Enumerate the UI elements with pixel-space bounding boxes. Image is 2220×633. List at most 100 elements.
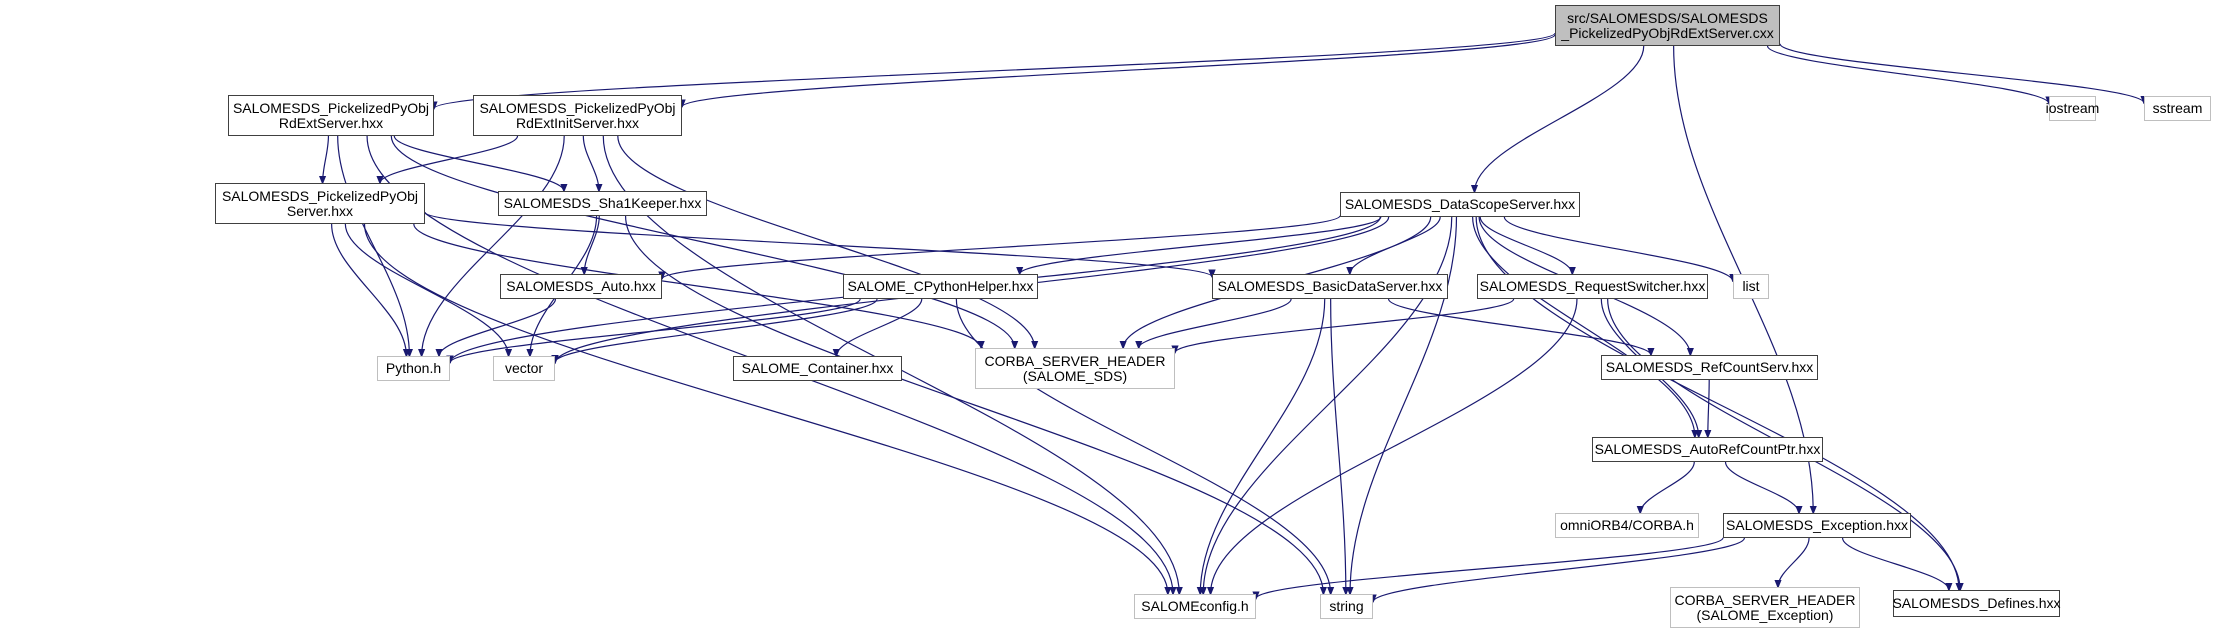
edge-autorefcountptr-to-exception [1724,461,1799,513]
edge-cpython-to-string [955,298,1330,594]
edge-sha1keeper-to-string [624,215,1324,594]
node-label-line: list [1742,278,1760,294]
node-cpython-helper[interactable]: SALOME_CPythonHelper.hxx [843,274,1038,299]
edge-datascope-to-list [1503,216,1733,281]
node-iostream[interactable]: iostream [2046,96,2099,121]
edge-datascope-to-salomeconfig [1203,216,1453,594]
node-label-line: RdExtServer.hxx [278,114,384,131]
edge-pick_rdextinit-to-python_h [422,135,565,356]
node-omniorb-corba-h[interactable]: omniORB4/CORBA.h [1555,513,1699,538]
node-label-line: SALOMESDS_DataScopeServer.hxx [1344,196,1576,212]
node-label-line: SALOME_Container.hxx [741,360,894,376]
edge-basicdata-to-salomeconfig [1200,298,1326,594]
edge-pick_rdext-to-python_h [337,135,410,356]
edge-basicdata-to-refcountserv [1387,298,1651,355]
node-salomeconfig-h[interactable]: SALOMEconfig.h [1134,594,1256,619]
node-label-line: src/SALOMESDS/SALOMESDS [1567,9,1768,26]
edge-auto-to-python_h [439,298,557,356]
node-label-line: sstream [2152,100,2203,116]
node-label-line: SALOMESDS_Exception.hxx [1725,517,1909,533]
node-label-line: SALOMESDS_PickelizedPyObj [232,99,430,116]
node-label-line: SALOMESDS_PickelizedPyObj [479,99,676,116]
edge-sha1keeper-to-auto [584,215,600,274]
edge-autorefcountptr-to-omniorb [1640,461,1695,513]
node-request-switcher[interactable]: SALOMESDS_RequestSwitcher.hxx [1477,274,1708,299]
node-label-line: SALOMESDS_AutoRefCountPtr.hxx [1594,441,1821,457]
edge-reqswitch-to-corba_sds [1175,298,1515,353]
edge-exception-to-corba_exc [1778,537,1810,587]
node-label-line: Python.h [385,360,442,376]
node-sstream[interactable]: sstream [2144,96,2211,121]
node-python-h[interactable]: Python.h [377,356,450,381]
node-refcount-serv[interactable]: SALOMESDS_RefCountServ.hxx [1601,355,1818,380]
node-salome-container[interactable]: SALOME_Container.hxx [733,356,902,381]
edge-reqswitch-to-salomeconfig [1211,298,1578,594]
node-label-line: SALOMEconfig.h [1141,598,1249,614]
edge-pick_rdextinit-to-corba_sds [617,135,1035,348]
node-corba-server-header-sds[interactable]: CORBA_SERVER_HEADER(SALOME_SDS) [975,348,1175,389]
node-auto[interactable]: SALOMESDS_Auto.hxx [500,274,662,299]
node-label-line: SALOMESDS_BasicDataServer.hxx [1217,278,1443,294]
edge-pick_rdextinit-to-sha1keeper [582,135,599,191]
edge-root-to-datascope [1474,45,1645,192]
edge-cpython-to-python_h [450,298,861,363]
edge-pick_server-to-salomeconfig [363,223,1168,594]
edge-pick_rdextinit-to-pick_server [380,135,519,183]
node-corba-server-header-exception[interactable]: CORBA_SERVER_HEADER(SALOME_Exception) [1670,587,1860,628]
node-label-line: vector [504,360,544,376]
node-datascope-server[interactable]: SALOMESDS_DataScopeServer.hxx [1340,192,1580,217]
edge-datascope-to-auto [662,215,1341,279]
edge-root-to-iostream [1766,45,2049,104]
node-label-line: string [1329,598,1364,614]
edge-basicdata-to-corba_sds [1139,298,1292,348]
node-defines[interactable]: SALOMESDS_Defines.hxx [1892,590,2061,617]
edge-pick_rdext-to-corba_sds [390,135,1014,348]
edge-pick_server-to-vector [344,223,508,356]
edge-exception-to-string [1373,537,1745,602]
node-label-line: omniORB4/CORBA.h [1560,517,1694,533]
node-label-line: RdExtInitServer.hxx [516,114,639,131]
edge-pick_server-to-python_h [331,223,407,356]
node-label-line: CORBA_SERVER_HEADER [984,352,1166,369]
edge-cpython-to-container [836,298,923,356]
node-label-line: CORBA_SERVER_HEADER [1674,591,1856,608]
node-label-line: SALOMESDS_Auto.hxx [506,278,656,294]
node-label-line: (SALOME_Exception) [1696,606,1834,623]
edge-basicdata-to-string [1330,298,1346,594]
node-list[interactable]: list [1733,274,1769,299]
edge-root-to-pick_rdextinit [682,34,1556,107]
node-root-file[interactable]: src/SALOMESDS/SALOMESDS_PickelizedPyObjR… [1555,5,1780,46]
edge-cpython-to-vector [555,298,878,362]
edge-root-to-sstream [1779,43,2144,103]
node-basicdata-server[interactable]: SALOMESDS_BasicDataServer.hxx [1212,274,1448,299]
node-label-line: SALOME_CPythonHelper.hxx [847,278,1034,294]
node-label-line: SALOMESDS_Sha1Keeper.hxx [503,195,702,211]
edge-datascope-to-defines [1475,216,1959,590]
edge-pick_server-to-corba_sds [413,223,981,348]
node-label-line: SALOMESDS_RefCountServ.hxx [1605,359,1814,375]
node-sha1keeper[interactable]: SALOMESDS_Sha1Keeper.hxx [498,191,707,216]
edge-datascope-to-string [1350,216,1458,594]
edge-exception-to-defines [1841,537,1949,590]
node-label-line: (SALOME_SDS) [1022,367,1128,384]
edge-refcountserv-to-autorefcountptr [1708,379,1709,437]
edge-datascope-to-reqswitch [1479,216,1572,274]
node-label-line: _PickelizedPyObjRdExtServer.cxx [1561,24,1774,41]
edge-datascope-to-autorefcountptr [1472,216,1695,437]
node-vector[interactable]: vector [493,356,555,381]
node-string[interactable]: string [1320,594,1373,619]
edge-datascope-to-cpython [1020,216,1382,274]
node-label-line: iostream [2045,100,2100,116]
node-label-line: SALOMESDS_PickelizedPyObj [221,187,419,204]
node-label-line: SALOMESDS_RequestSwitcher.hxx [1479,278,1706,294]
node-auto-refcount-ptr[interactable]: SALOMESDS_AutoRefCountPtr.hxx [1592,437,1823,462]
node-exception[interactable]: SALOMESDS_Exception.hxx [1723,513,1911,538]
node-label-line: Server.hxx [286,202,354,219]
edge-exception-to-salomeconfig [1256,537,1724,599]
edge-pick_rdext-to-sha1keeper [393,135,564,191]
edge-pick_server-to-basicdata [424,211,1212,277]
